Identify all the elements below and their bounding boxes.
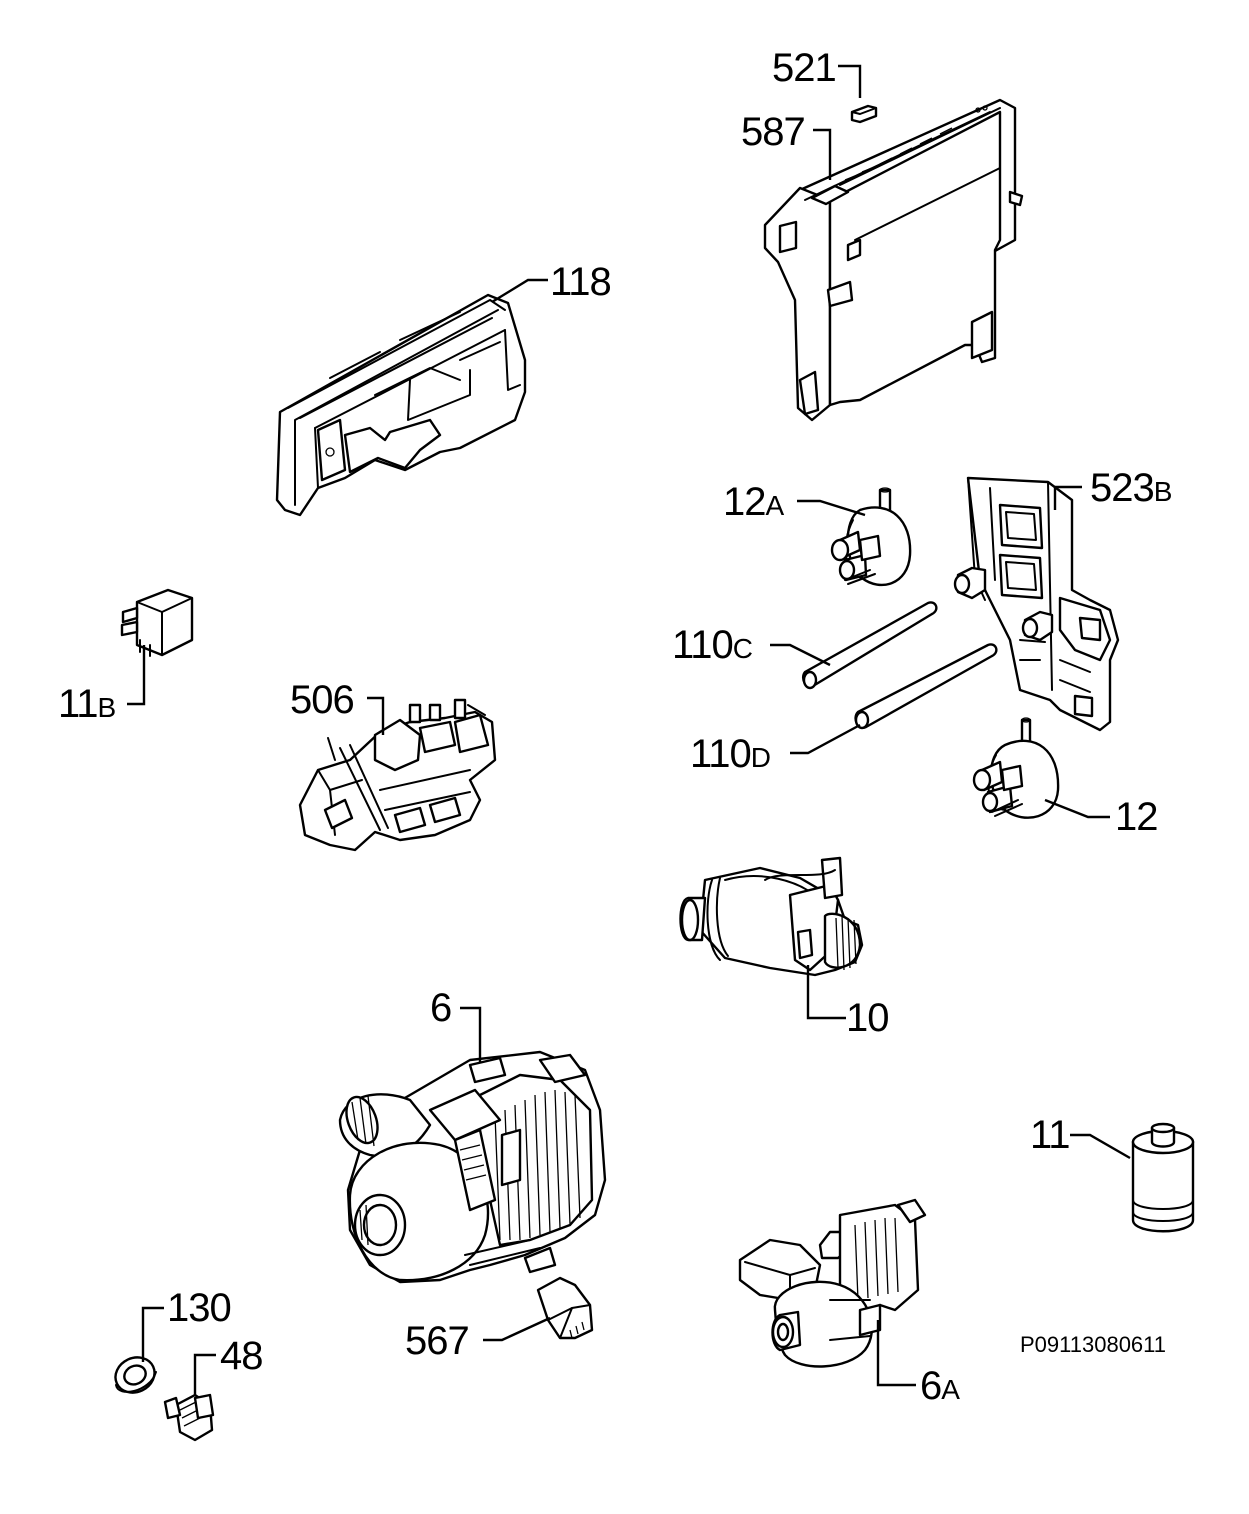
callout-12: 12 — [1115, 797, 1158, 841]
leader-521 — [838, 64, 862, 98]
part-12a-pressure-switch — [830, 487, 912, 587]
part-506-actuator — [298, 698, 497, 852]
callout-110c-suffix: C — [732, 633, 754, 664]
callout-11b-number: 11 — [58, 682, 99, 726]
callout-523b-suffix: B — [1153, 476, 1173, 507]
leader-11b — [127, 645, 146, 706]
callout-521: 521 — [772, 46, 837, 92]
callout-110d-number: 110 — [690, 732, 752, 776]
leader-118 — [491, 278, 548, 304]
callout-130-number: 130 — [167, 1286, 232, 1330]
callout-10: 10 — [846, 998, 889, 1042]
callout-6-number: 6 — [430, 986, 452, 1030]
part-110c-hose — [801, 601, 938, 690]
callout-12a-suffix: A — [765, 490, 785, 521]
part-130-seal-ring — [114, 1356, 157, 1394]
callout-523b: 523B — [1090, 468, 1172, 512]
part-6-circulation-pump — [338, 1050, 607, 1284]
callout-6a: 6A — [920, 1366, 960, 1410]
part-11b-relay — [120, 588, 194, 657]
leader-506 — [367, 696, 385, 735]
part-10-heater-valve — [679, 856, 864, 977]
leader-587 — [813, 128, 832, 180]
callout-506-number: 506 — [290, 678, 355, 722]
callout-6a-suffix: A — [941, 1374, 960, 1405]
leader-6 — [460, 1006, 482, 1062]
callout-11: 11 — [1030, 1113, 1071, 1159]
leader-130 — [141, 1306, 164, 1362]
callout-12a-number: 12 — [723, 480, 766, 524]
callout-110d-suffix: D — [750, 742, 772, 773]
callout-12-number: 12 — [1115, 795, 1158, 839]
callout-12a: 12A — [723, 482, 784, 526]
callout-506: 506 — [290, 678, 355, 724]
leader-110c — [770, 643, 831, 667]
callout-110c: 110C — [672, 625, 753, 669]
part-587-control-module — [763, 98, 1024, 422]
callout-118-number: 118 — [550, 260, 612, 304]
part-523b-bracket — [953, 476, 1120, 732]
callout-567: 567 — [405, 1319, 470, 1365]
part-521-chip — [850, 104, 878, 124]
leader-10 — [806, 965, 846, 1020]
part-110d-hose — [854, 643, 998, 730]
callout-6: 6 — [430, 986, 452, 1032]
callout-587: 587 — [741, 110, 806, 156]
callout-110d: 110D — [690, 734, 771, 778]
leader-48 — [193, 1353, 216, 1395]
drawing-code: P09113080611 — [1020, 1332, 1166, 1357]
callout-110c-number: 110 — [672, 623, 734, 667]
callout-523b-number: 523 — [1090, 466, 1155, 510]
callout-48: 48 — [220, 1336, 263, 1380]
leader-6a — [876, 1320, 916, 1387]
callout-118: 118 — [550, 260, 612, 306]
callout-6a-number: 6 — [920, 1364, 942, 1408]
leader-110d — [790, 723, 861, 755]
leader-523b — [1053, 485, 1082, 510]
callout-567-number: 567 — [405, 1319, 470, 1363]
callout-521-number: 521 — [772, 46, 837, 90]
callout-48-number: 48 — [220, 1334, 263, 1378]
part-6a-drain-pump — [738, 1198, 927, 1368]
callout-11b-suffix: B — [97, 692, 117, 723]
callout-587-number: 587 — [741, 110, 806, 154]
leader-lines — [127, 64, 1131, 1395]
callout-11-number: 11 — [1030, 1113, 1071, 1157]
leader-12a — [797, 499, 866, 517]
leader-567 — [483, 1316, 551, 1342]
part-118-module-housing — [275, 293, 527, 517]
callout-130: 130 — [167, 1286, 232, 1332]
callout-10-number: 10 — [846, 996, 889, 1040]
leader-12 — [1044, 798, 1110, 819]
part-48-plug — [163, 1393, 215, 1442]
part-567-clip — [536, 1276, 594, 1340]
part-11-capacitor — [1131, 1122, 1195, 1233]
part-12-pressure-switch — [972, 717, 1060, 819]
callout-11b: 11B — [58, 684, 116, 728]
leader-11 — [1070, 1133, 1131, 1160]
